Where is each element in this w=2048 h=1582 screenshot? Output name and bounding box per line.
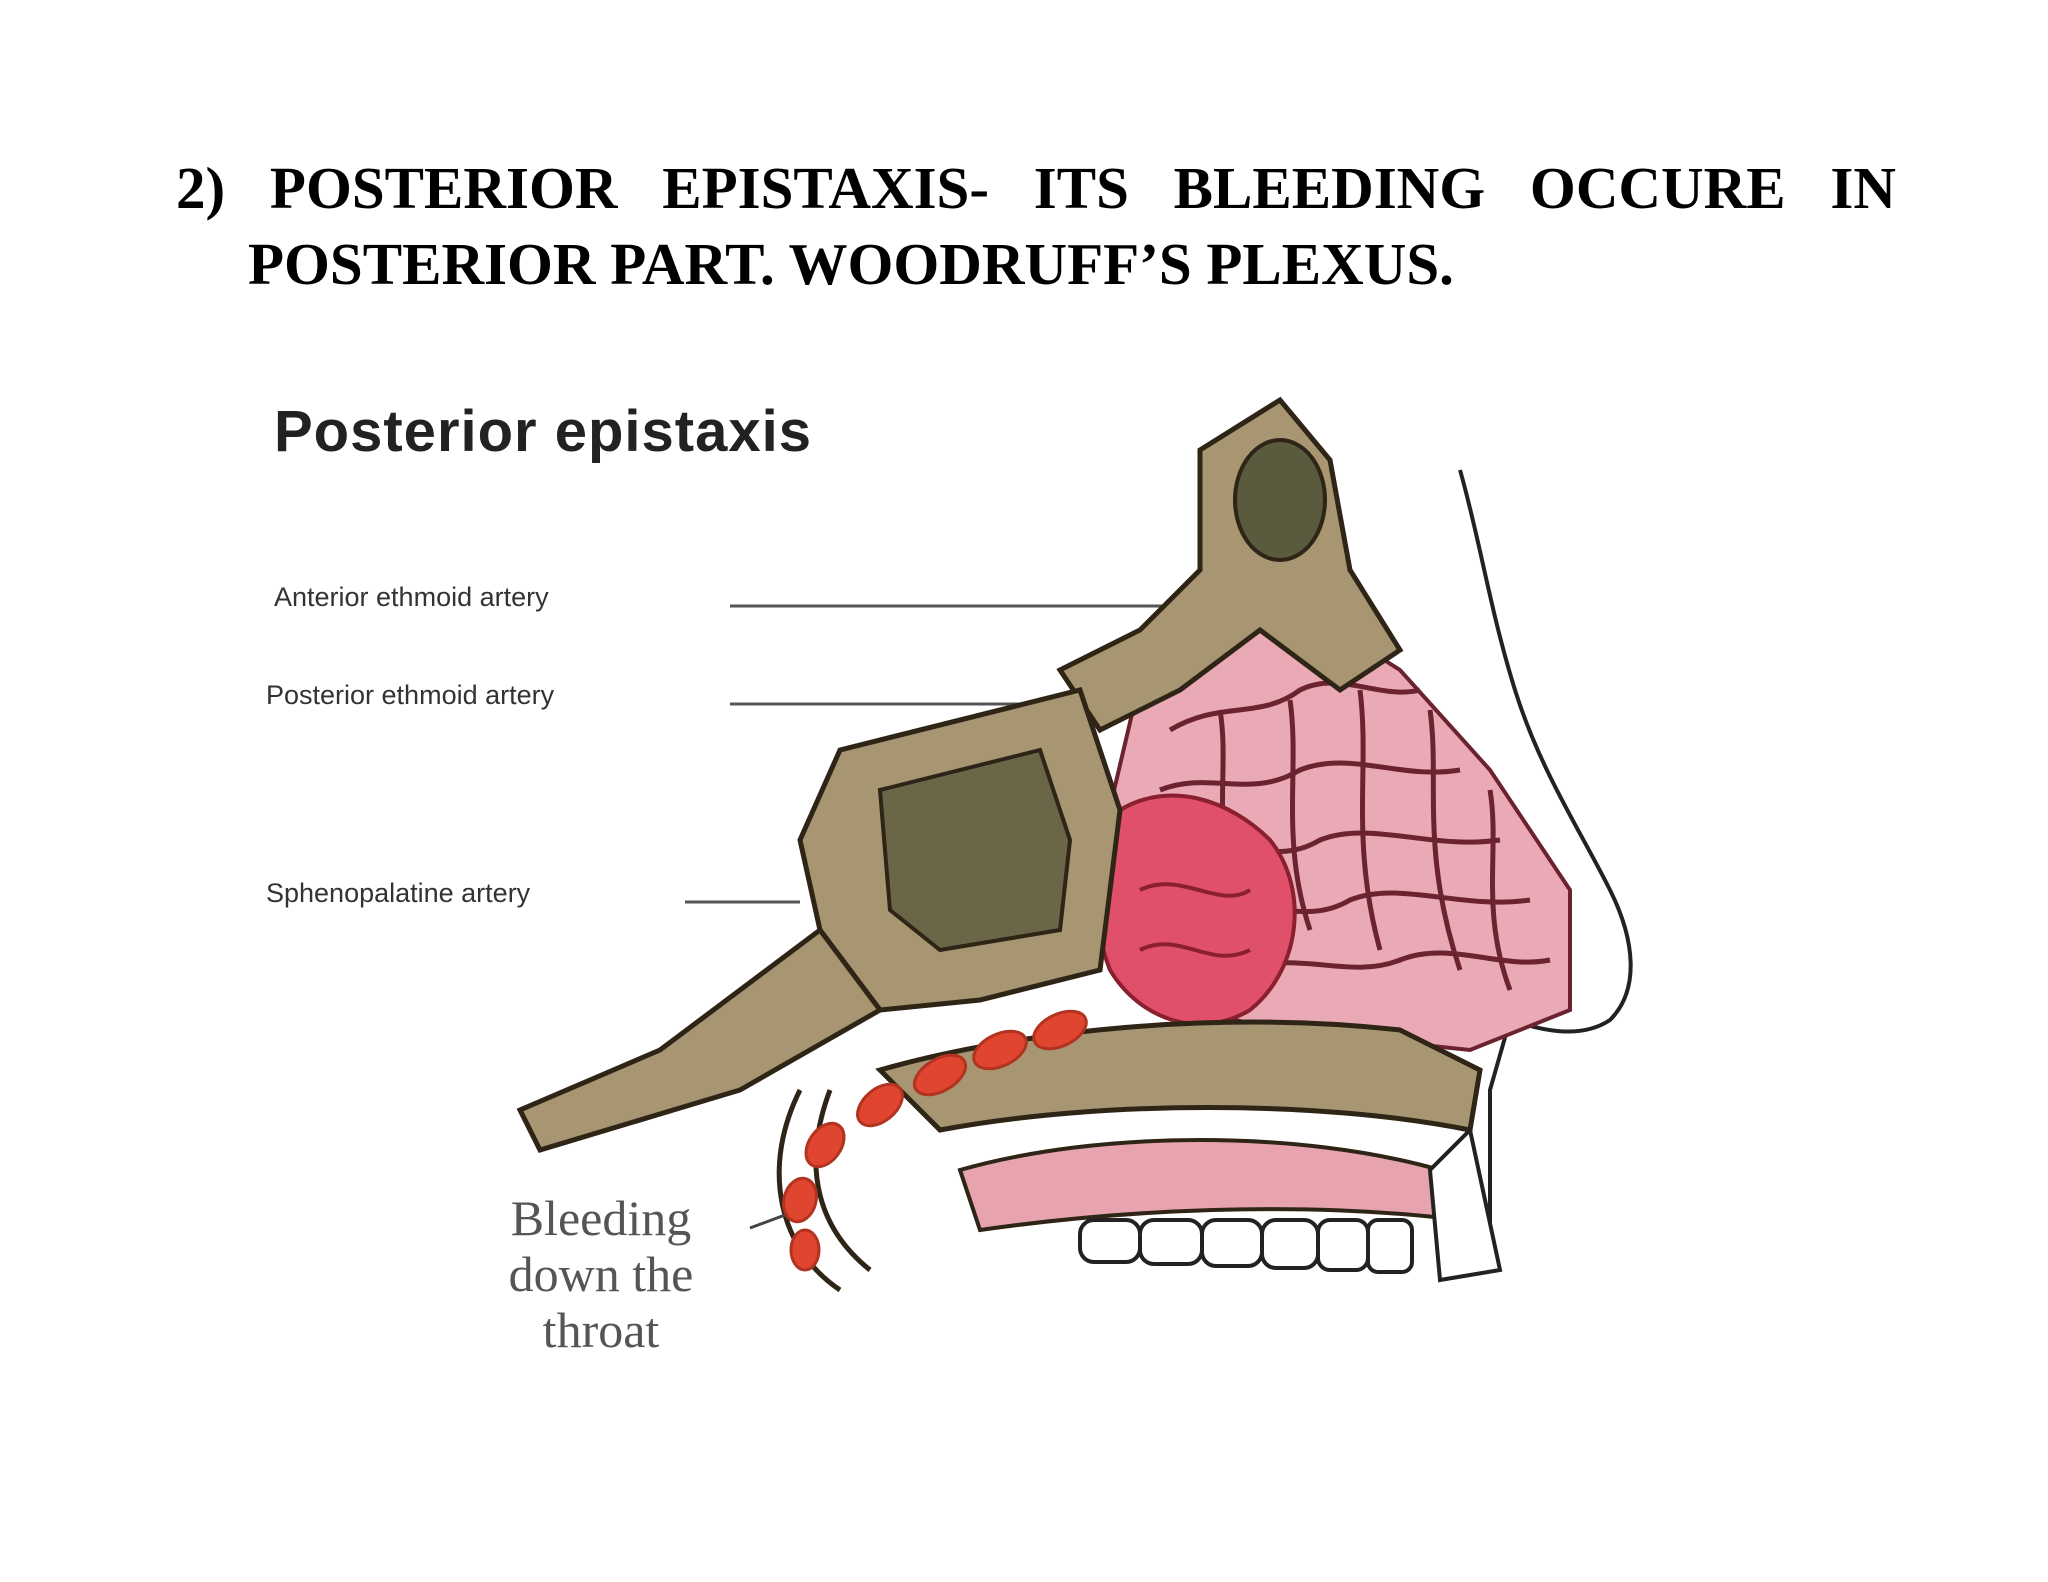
upper-teeth [1078,1218,1414,1274]
oral-cavity-tongue [957,1138,1464,1233]
bleeding-detail [1139,882,1252,898]
label-sphenopalatine-artery: Sphenopalatine artery [266,878,531,908]
sphenoid-sinus [877,747,1073,953]
label-anterior-ethmoid-artery: Anterior ethmoid artery [274,582,549,612]
heading-word: IN [1830,155,1896,221]
heading-word: BLEEDING [1173,155,1486,221]
heading-word: ITS [1033,155,1129,221]
face-profile-outline [1458,469,1633,1270]
figure-title: Posterior epistaxis [274,399,812,464]
heading-word: EPISTAXIS- [662,155,989,221]
heading-line-1: 2) POSTERIOR EPISTAXIS- ITS BLEEDING OCC… [176,150,1896,226]
heading-word: POSTERIOR [269,155,618,221]
upper-lip-incisor [1427,1125,1503,1283]
label-line: throat [542,1302,660,1358]
bleeding-detail [1139,942,1251,958]
posterior-epistaxis-figure: Posterior epistaxis Anterior ethmoid art… [240,370,1720,1380]
clivus-bone [516,926,884,1153]
heading-line-2: POSTERIOR PART. WOODRUFF’S PLEXUS. [248,231,1454,297]
slide-heading: 2) POSTERIOR EPISTAXIS- ITS BLEEDING OCC… [176,150,1896,302]
label-line: down the [508,1246,694,1302]
label-posterior-ethmoid-artery: Posterior ethmoid artery [266,680,555,710]
hard-palate [875,1019,1483,1133]
frontal-sinus [1233,438,1327,562]
nasal-anatomy-illustration [516,396,1633,1293]
bleeding-pointer [749,1213,786,1230]
heading-word: OCCURE [1529,155,1786,221]
blood-drops [782,1009,1088,1272]
heading-word: 2) [176,155,226,221]
label-bleeding-down-throat: Bleeding down the throat [456,1190,746,1358]
label-line: Bleeding [510,1190,692,1246]
